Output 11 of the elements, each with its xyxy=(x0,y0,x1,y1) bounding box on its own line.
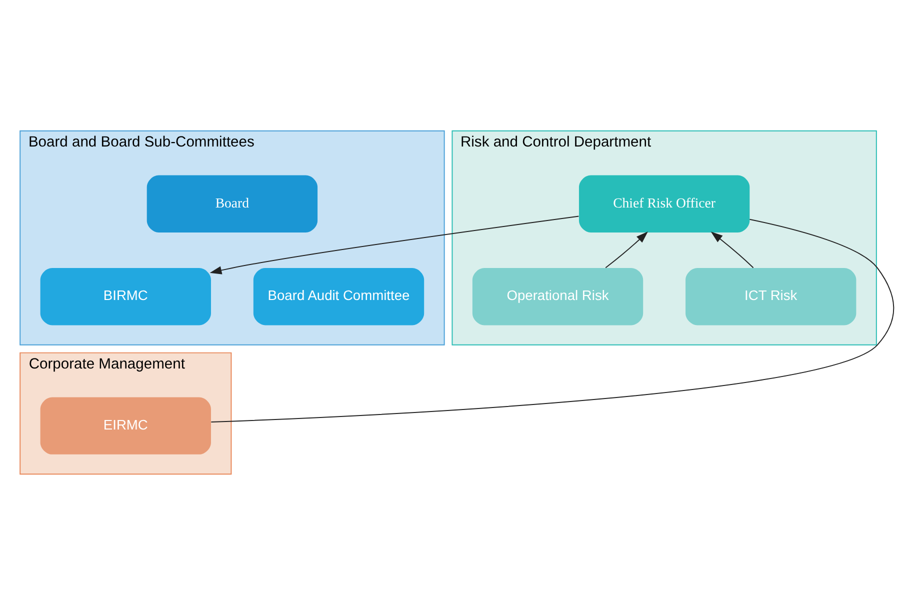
node-box: Board xyxy=(146,174,318,232)
node-box: Chief Risk Officer xyxy=(578,174,750,232)
node-box: Operational Risk xyxy=(472,267,644,325)
arrow xyxy=(210,215,580,274)
node-box: ICT Risk xyxy=(686,267,856,325)
arrow xyxy=(710,231,754,268)
arrow xyxy=(605,231,648,268)
connector xyxy=(210,218,894,422)
node-box: EIRMC xyxy=(40,396,211,454)
node-box: BIRMC xyxy=(40,267,211,325)
node-box: Board Audit Committee xyxy=(253,267,424,325)
